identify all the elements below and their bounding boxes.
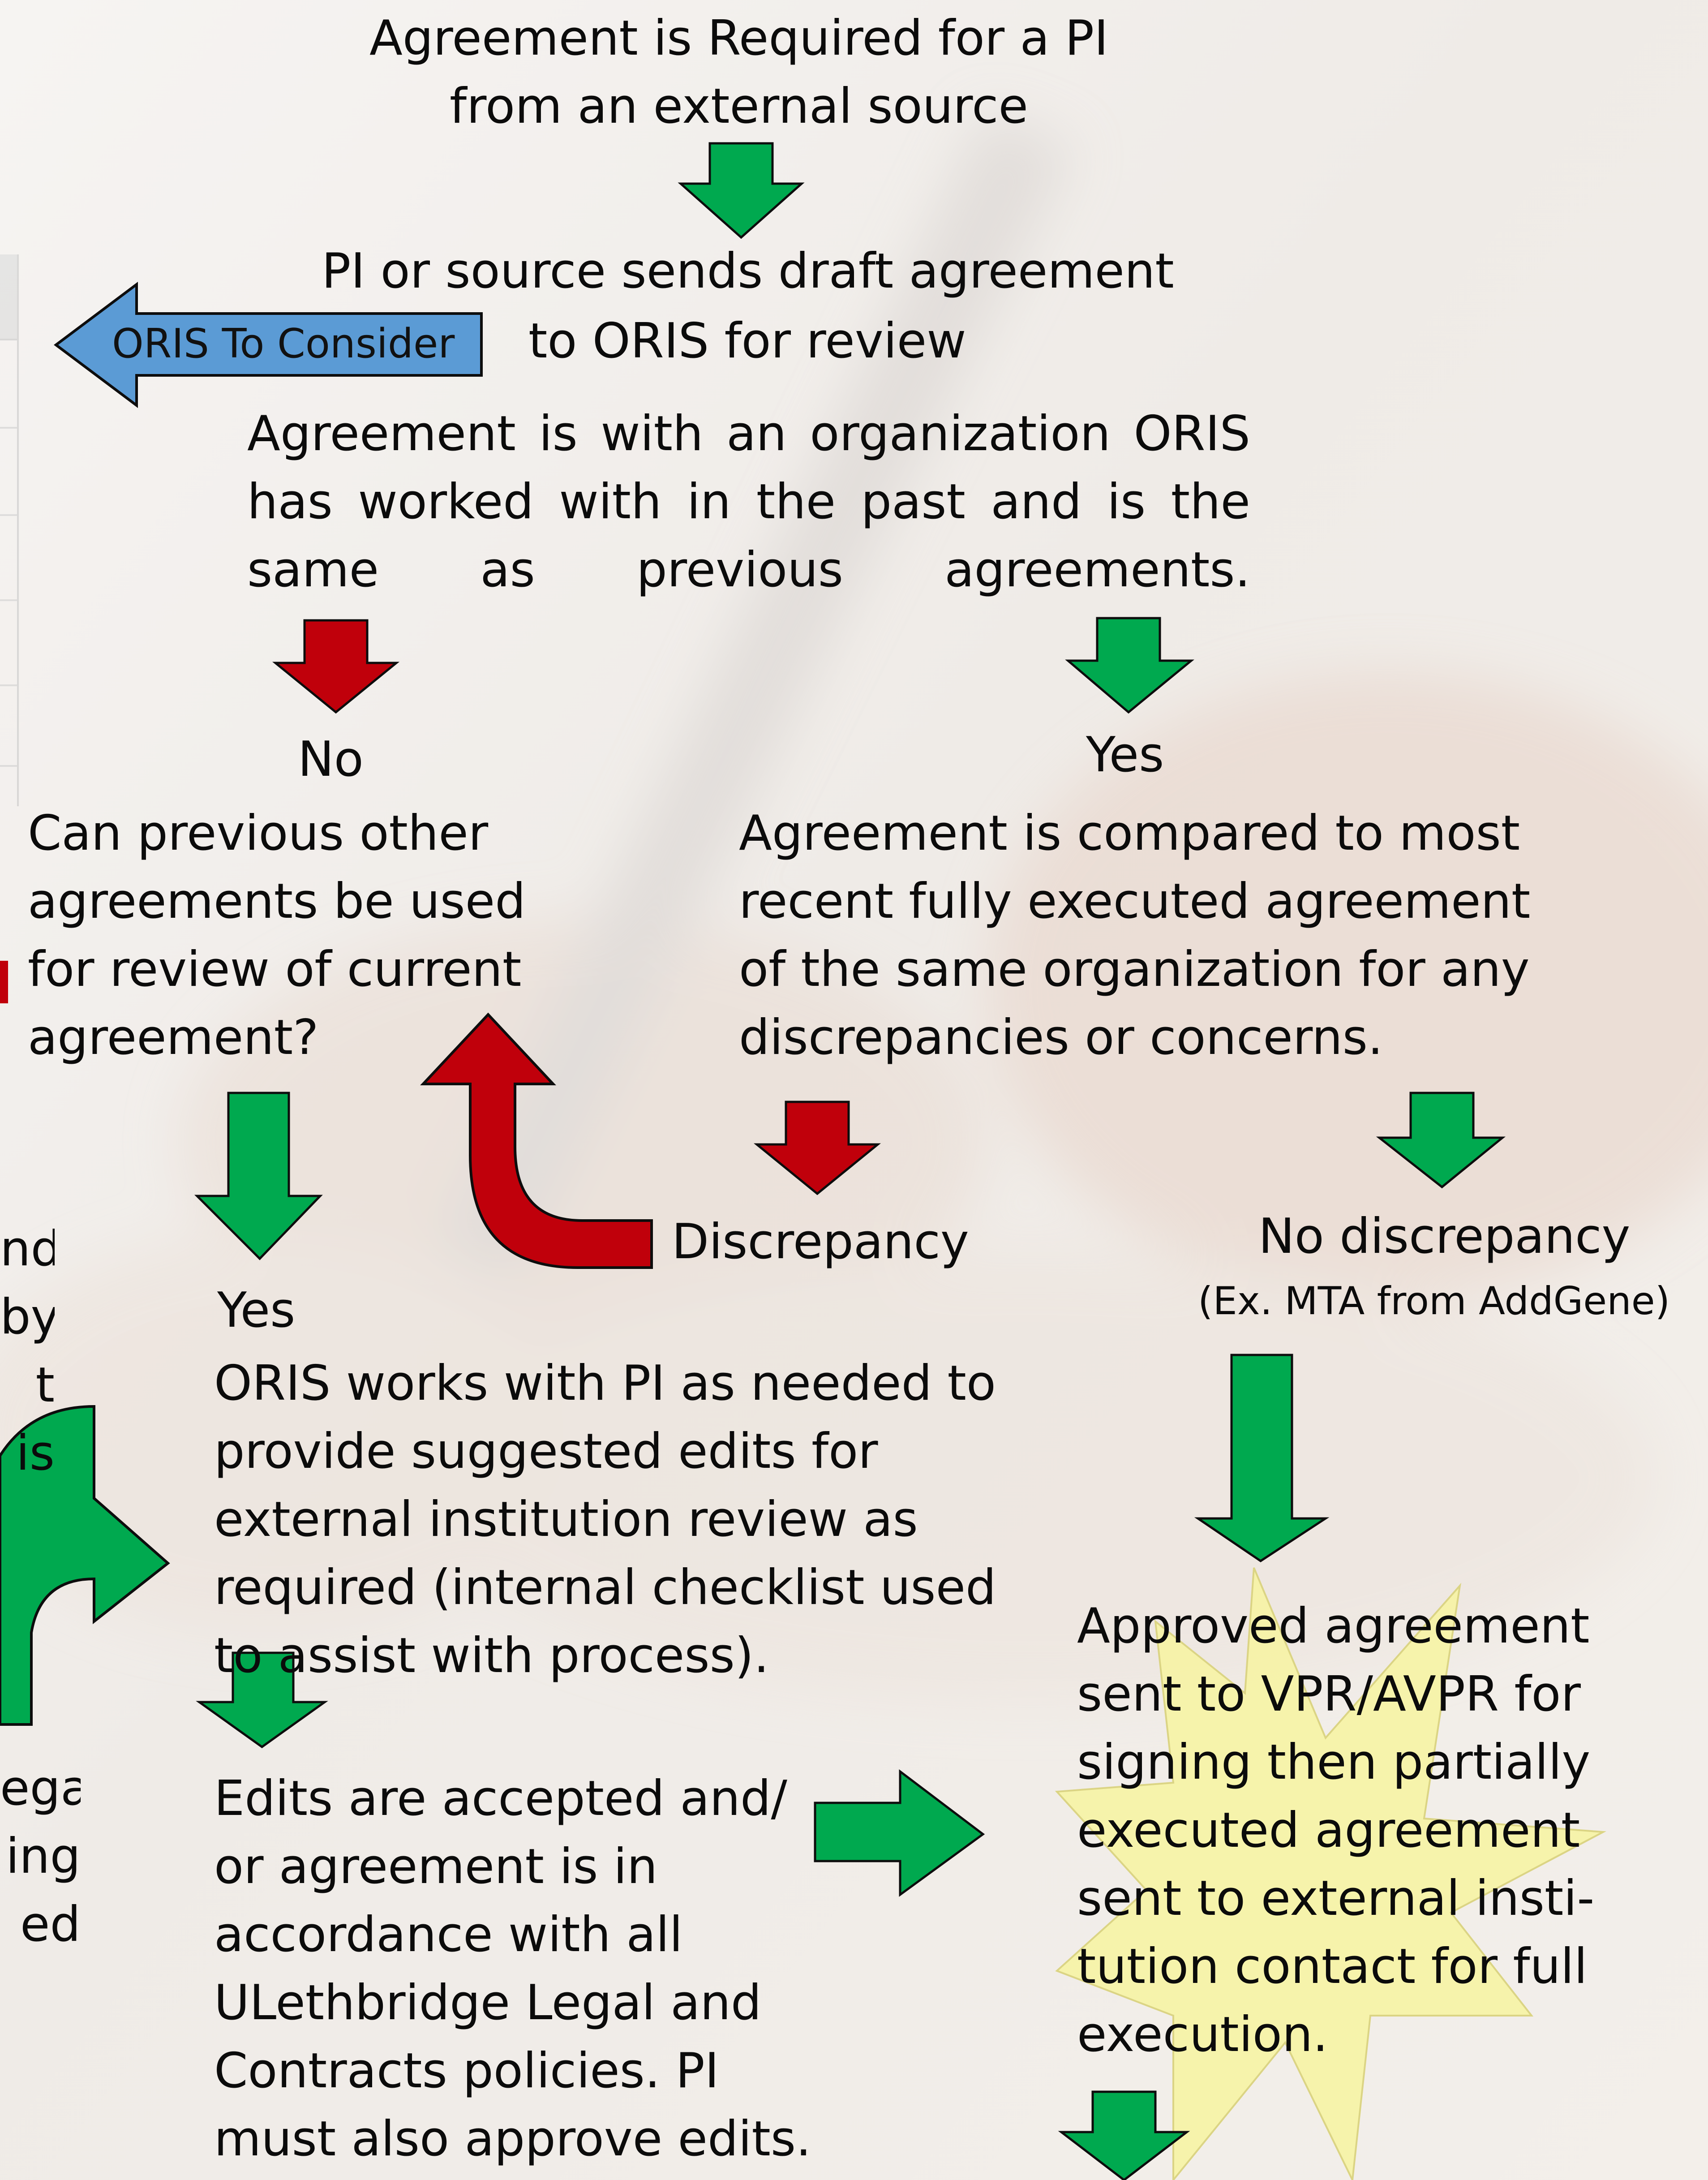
arrow-down-icon (1058, 2090, 1190, 2180)
no-discrepancy-example: (Ex. MTA from AddGene) (1198, 1279, 1670, 1324)
header-text: Agreement is Required for a PI from an e… (369, 10, 1109, 134)
arrow-down-icon (678, 142, 805, 239)
arrow-down-icon (1194, 1354, 1330, 1563)
oris-works-text: ORIS works with PI as needed to provide … (214, 1355, 996, 1684)
approved-text: Approved agreement sent to VPR/AVPR for … (1077, 1598, 1595, 2063)
arrow-down-icon (1065, 617, 1194, 714)
arrow-down-icon (272, 619, 400, 714)
yes-top-label: Yes (1086, 727, 1164, 783)
arrow-down-icon (753, 1101, 881, 1195)
curved-arrow-icon (420, 1012, 653, 1269)
compare-text: Agreement is compared to most recent ful… (739, 805, 1531, 1066)
table-fragment (0, 254, 19, 806)
discrepancy-label: Discrepancy (672, 1214, 969, 1270)
yes-mid-label: Yes (217, 1282, 296, 1338)
arrow-left-icon (54, 282, 483, 408)
red-marker (0, 961, 8, 1003)
org-question: Agreement is with an organization ORIS h… (247, 406, 1250, 598)
previous-agreements-question: Can previous other agreements be used fo… (28, 805, 526, 1066)
left-fragment-b: egal ing ed (0, 1760, 81, 1952)
no-discrepancy-label: No discrepancy (1258, 1208, 1631, 1264)
draft-text-line2: to ORIS for review (528, 313, 966, 369)
curved-arrow-icon (0, 1405, 170, 1726)
arrow-down-icon (1376, 1092, 1506, 1189)
edits-text: Edits are accepted and/ or agreement is … (214, 1771, 811, 2167)
arrow-down-icon (194, 1092, 323, 1260)
arrow-right-icon (814, 1769, 985, 1897)
left-fragment-a: nd by t is (0, 1221, 55, 1481)
starburst-icon (1055, 1567, 1607, 2180)
draft-text-line1: PI or source sends draft agreement (322, 243, 1174, 299)
oris-to-consider-label: ORIS To Consider (112, 320, 455, 367)
arrow-down-icon (196, 1651, 328, 1749)
no-label: No (298, 731, 364, 787)
